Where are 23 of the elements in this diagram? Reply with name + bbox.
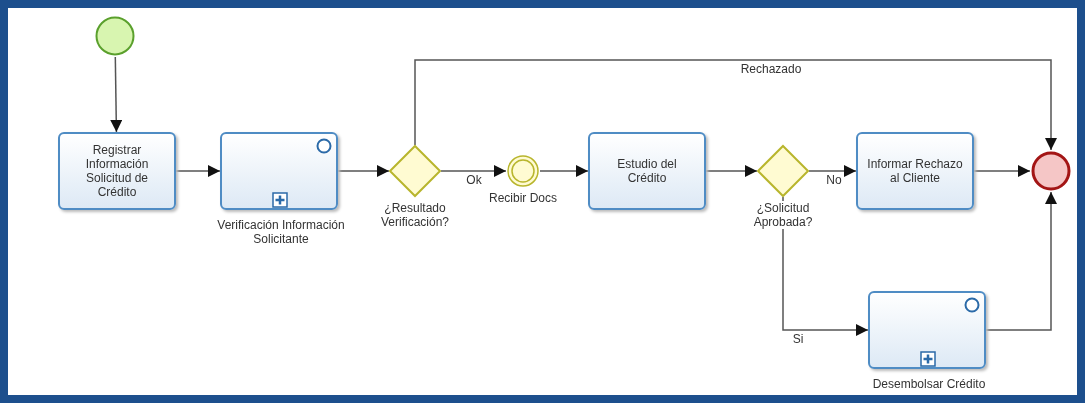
event-label: Recibir Docs (487, 191, 559, 205)
arrow (440, 165, 507, 177)
arrow (337, 165, 390, 177)
task-label: Informar Rechazo al Cliente (866, 157, 964, 185)
arrow (414, 59, 1057, 151)
arrow (808, 165, 857, 177)
arrow (705, 165, 758, 177)
edge-label: No (826, 173, 842, 187)
arrow (175, 165, 221, 177)
edge-label: Si (792, 332, 804, 346)
edge-label: Rechazado (740, 62, 802, 76)
task-label: Registrar Información Solicitud de Crédito (84, 143, 150, 199)
arrow (110, 56, 123, 133)
task-label: Estudio del Crédito (616, 157, 678, 185)
arrow (985, 191, 1057, 331)
task-box (588, 132, 706, 210)
task-box (58, 132, 176, 210)
subprocess-label: Desembolsar Crédito (871, 377, 987, 391)
subprocess-label: Verificación Información Solicitante (216, 218, 346, 246)
task-box (856, 132, 974, 210)
edge-label: Ok (466, 173, 482, 187)
arrow (973, 165, 1031, 177)
arrow (539, 165, 589, 177)
